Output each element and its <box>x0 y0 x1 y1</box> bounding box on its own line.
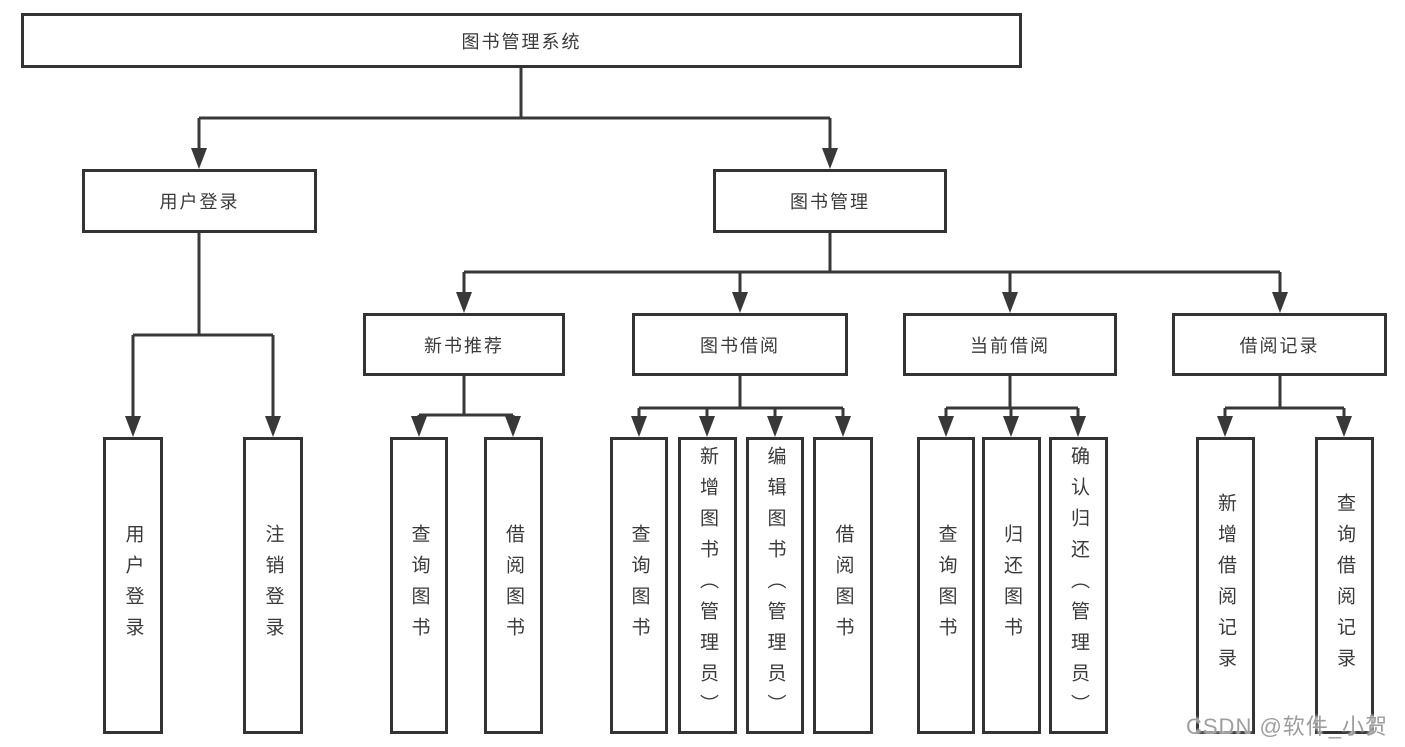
node-user-login: 用户登录 <box>82 169 317 233</box>
leaf-query-books-current: 查询图书 <box>917 437 975 734</box>
leaf-edit-books-admin: 编辑图书（管理员） <box>746 437 804 734</box>
leaf-add-books-admin: 新增图书（管理员） <box>678 437 737 734</box>
node-current-borrowing: 当前借阅 <box>903 313 1117 376</box>
node-new-book-recommendation: 新书推荐 <box>363 313 565 376</box>
node-library-management-system: 图书管理系统 <box>21 13 1022 68</box>
arrowheads <box>125 148 1352 437</box>
leaf-user-login: 用户登录 <box>103 437 163 734</box>
leaf-query-borrow-record: 查询借阅记录 <box>1315 437 1374 734</box>
node-book-management: 图书管理 <box>713 169 947 233</box>
tree-edges <box>131 68 1346 420</box>
leaf-confirm-return-admin: 确认归还（管理员） <box>1049 437 1108 734</box>
leaf-borrow-books: 借阅图书 <box>813 437 873 734</box>
leaf-add-borrow-record: 新增借阅记录 <box>1196 437 1255 734</box>
csdn-watermark: CSDN @软件_小贺同学 <box>1186 714 1389 747</box>
node-book-borrowing: 图书借阅 <box>632 313 848 376</box>
leaf-logout: 注销登录 <box>243 437 303 734</box>
leaf-borrow-books-recommend: 借阅图书 <box>484 437 543 734</box>
leaf-query-books-borrowing: 查询图书 <box>610 437 668 734</box>
node-borrowing-records: 借阅记录 <box>1172 313 1387 376</box>
leaf-return-books: 归还图书 <box>982 437 1041 734</box>
leaf-query-books-recommend: 查询图书 <box>390 437 448 734</box>
